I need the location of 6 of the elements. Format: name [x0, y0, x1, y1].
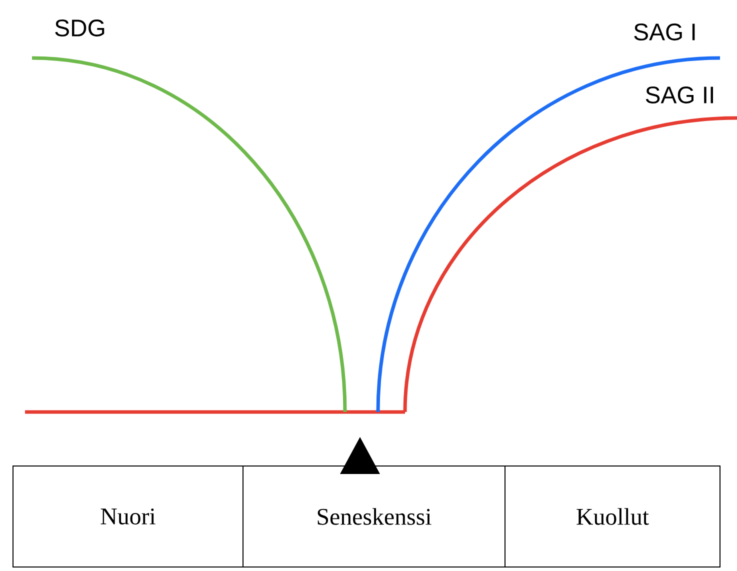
table-cell: Seneskenssi — [242, 465, 506, 568]
curve-label: SAG II — [646, 86, 713, 104]
curve-label: SAG I — [634, 24, 695, 40]
table-cell: Kuollut — [504, 465, 720, 568]
curve-label: SDG — [55, 20, 104, 36]
table-cell: Nuori — [12, 465, 244, 568]
